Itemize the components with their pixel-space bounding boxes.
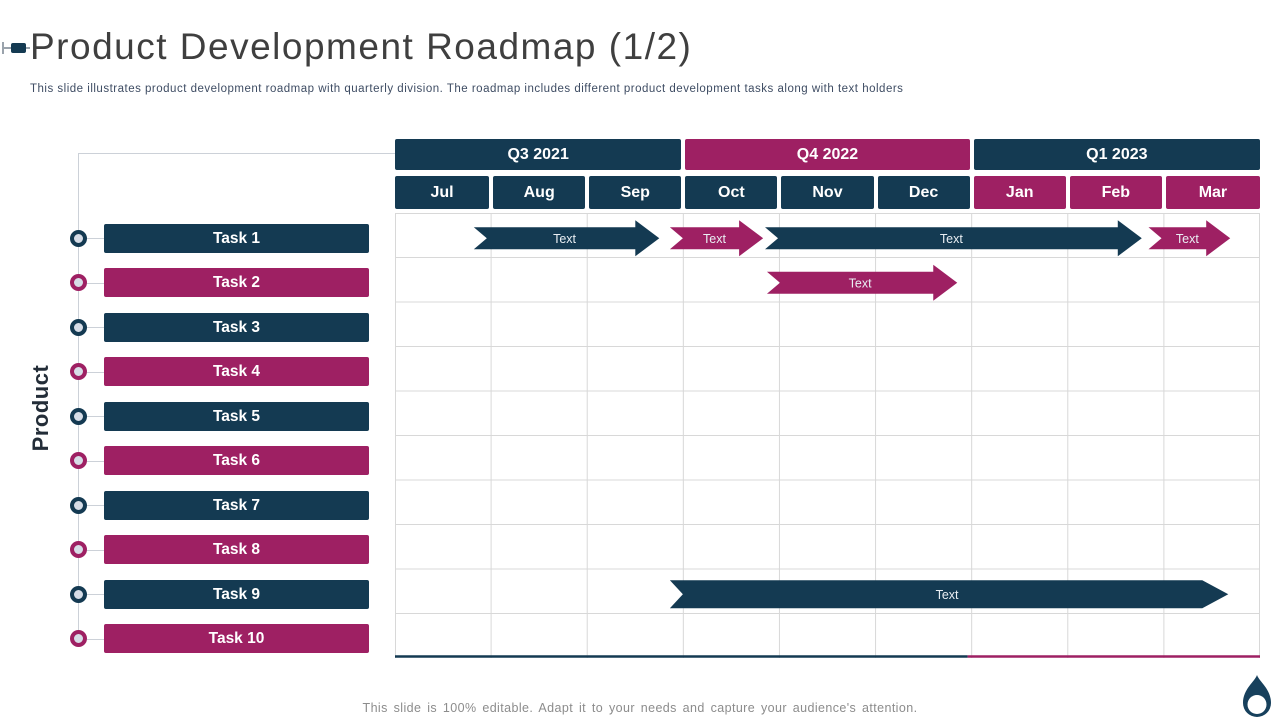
month-cell: Jan (973, 176, 1066, 209)
slide-title: Product Development Roadmap (1/2) (30, 26, 693, 67)
gantt-arrow (669, 580, 1229, 609)
task-bar: Task 3 (104, 312, 369, 342)
month-cell: Sep (589, 176, 682, 209)
task-connector-stub (87, 238, 104, 240)
month-cell: Jul (395, 176, 490, 209)
task-bar: Task 4 (104, 357, 369, 387)
task-connector-stub (87, 505, 104, 507)
arrow-label: Text (936, 588, 959, 602)
month-cell: Aug (493, 176, 586, 209)
task-marker (69, 407, 87, 425)
task-connector-stub (87, 638, 104, 640)
footer-note: This slide is 100% editable. Adapt it to… (362, 701, 918, 715)
gantt-arrow (766, 264, 958, 301)
gantt-arrow (1148, 220, 1231, 257)
task-marker (69, 363, 87, 381)
task-marker (69, 452, 87, 470)
task-marker (69, 541, 87, 559)
task-marker (69, 274, 87, 292)
quarter-cell: Q3 2021 (395, 139, 682, 170)
arrow-label: Text (849, 276, 872, 290)
month-cell: Mar (1165, 176, 1260, 209)
arrow-label: Text (1176, 232, 1199, 246)
timeline-connector-hline (78, 153, 395, 154)
task-bar: Task 7 (104, 490, 369, 520)
arrow-label: Text (703, 232, 726, 246)
task-bar: Task 10 (104, 624, 369, 654)
task-bar: Task 9 (104, 579, 369, 609)
month-cell: Oct (685, 176, 778, 209)
water-drop-logo-icon (1243, 675, 1271, 717)
arrow-label: Text (553, 232, 576, 246)
task-connector-stub (87, 416, 104, 418)
slide-subtitle: This slide illustrates product developme… (30, 83, 904, 95)
task-bar: Task 6 (104, 446, 369, 476)
gantt-arrow (765, 220, 1142, 257)
gantt-arrow (473, 220, 660, 257)
month-cell: Dec (877, 176, 970, 209)
title-bullet-icon (2, 42, 30, 54)
task-connector-stub (87, 282, 104, 284)
task-bar: Task 1 (104, 223, 369, 253)
task-connector-stub (87, 327, 104, 329)
task-connector-stub (87, 460, 104, 462)
task-marker (69, 318, 87, 336)
task-connector-vline (78, 153, 79, 638)
product-axis-label: Product (28, 364, 53, 452)
task-bar: Task 2 (104, 268, 369, 298)
task-bar: Task 5 (104, 401, 369, 431)
task-connector-stub (87, 549, 104, 551)
quarter-cell: Q1 2023 (973, 139, 1260, 170)
task-marker (69, 229, 87, 247)
month-cell: Nov (781, 176, 874, 209)
task-marker (69, 585, 87, 603)
month-cell: Feb (1069, 176, 1162, 209)
task-marker (69, 496, 87, 514)
task-marker (69, 630, 87, 648)
arrow-label: Text (940, 232, 963, 246)
task-bar: Task 8 (104, 535, 369, 565)
gantt-arrow (669, 220, 764, 257)
quarter-cell: Q4 2022 (685, 139, 970, 170)
task-connector-stub (87, 371, 104, 373)
task-connector-stub (87, 594, 104, 596)
